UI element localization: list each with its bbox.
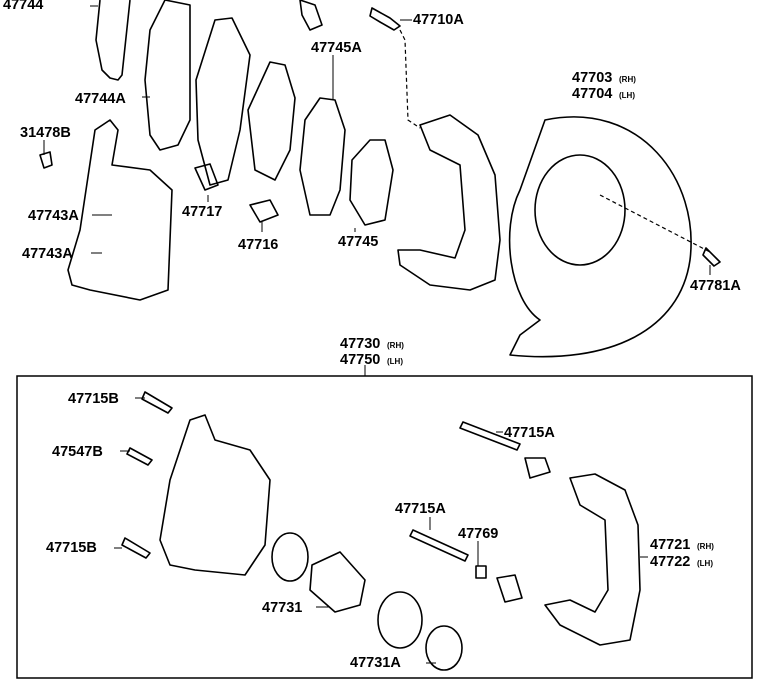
- label-47721: 47721: [650, 537, 690, 553]
- pad-support-plate-47716: [249, 199, 279, 223]
- label-47704: 47704: [572, 86, 612, 102]
- pin-47715A-lower: [409, 529, 469, 562]
- boot-lower: [496, 574, 523, 603]
- label-47730: 47730: [340, 336, 380, 352]
- label-47744: 47744: [3, 0, 43, 13]
- bushing-47769: [475, 565, 487, 579]
- bolt-47781A: [702, 247, 721, 267]
- bolt-47715B-upper: [141, 391, 173, 414]
- pin-47715A-upper: [459, 421, 521, 451]
- piston-47731: [309, 551, 366, 613]
- label-47547B: 47547B: [52, 444, 103, 460]
- label-47722: 47722: [650, 554, 690, 570]
- anti-squeal-shim-47744A: [144, 0, 191, 151]
- label-47750: 47750: [340, 352, 380, 368]
- anti-squeal-shim-47745: [349, 139, 394, 226]
- boot-upper: [524, 457, 551, 479]
- bolt-47710A: [369, 7, 401, 31]
- label-47730-side: (RH): [387, 341, 404, 350]
- label-47715A-upper: 47715A: [504, 425, 555, 441]
- label-31478B: 31478B: [20, 125, 71, 141]
- label-47745A: 47745A: [311, 40, 362, 56]
- pad-support-plate-47717: [194, 163, 219, 191]
- cylinder-boot-47731A: [377, 591, 423, 649]
- dashed-line: [399, 29, 421, 129]
- pad-wear-indicator: [299, 0, 323, 31]
- label-47715B-lower: 47715B: [46, 540, 97, 556]
- label-47744A: 47744A: [75, 91, 126, 107]
- label-47731A: 47731A: [350, 655, 401, 671]
- caliper-mounting-bracket-upper: [397, 114, 501, 291]
- grommet-31478B: [39, 151, 53, 169]
- anti-squeal-shim-47745A: [299, 97, 346, 216]
- label-47717: 47717: [182, 204, 222, 220]
- label-47704-side: (LH): [619, 91, 635, 100]
- label-47731: 47731: [262, 600, 302, 616]
- set-ring: [425, 625, 463, 671]
- brake-pad-outer: [195, 17, 251, 186]
- label-47750-side: (LH): [387, 357, 403, 366]
- label-47703-side: (RH): [619, 75, 636, 84]
- caliper-body-upper: [67, 119, 173, 301]
- label-47743A-lower: 47743A: [22, 246, 73, 262]
- label-47769: 47769: [458, 526, 498, 542]
- disc-brake-dust-cover: [508, 116, 692, 358]
- caliper-cylinder: [159, 414, 271, 576]
- label-47743A-upper: 47743A: [28, 208, 79, 224]
- label-47715A-lower: 47715A: [395, 501, 446, 517]
- label-47703: 47703: [572, 70, 612, 86]
- leader-lines: [114, 397, 648, 664]
- label-47722-side: (LH): [697, 559, 713, 568]
- anti-squeal-shim-47744: [95, 0, 131, 81]
- label-47710A: 47710A: [413, 12, 464, 28]
- piston-seal: [271, 532, 309, 582]
- caliper-mounting-bracket-47721: [544, 473, 641, 646]
- label-47721-side: (RH): [697, 542, 714, 551]
- leader-lines: [43, 5, 711, 376]
- bleeder-plug-47547B: [126, 447, 153, 466]
- label-47716: 47716: [238, 237, 278, 253]
- label-47715B-upper: 47715B: [68, 391, 119, 407]
- label-47781A: 47781A: [690, 278, 741, 294]
- brake-pad-inner: [247, 61, 296, 181]
- bolt-47715B-lower: [121, 537, 151, 559]
- caliper-assembly-box: [16, 375, 753, 679]
- label-47745: 47745: [338, 234, 378, 250]
